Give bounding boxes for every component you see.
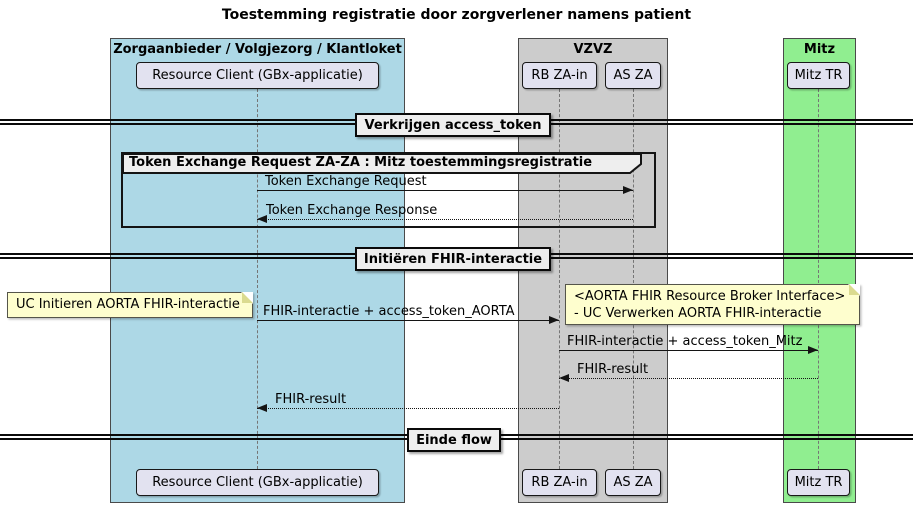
message-token-exchange-request-line bbox=[257, 190, 633, 191]
arrowhead-right-icon bbox=[808, 346, 818, 354]
diagram-title: Toestemming registratie door zorgverlene… bbox=[221, 7, 692, 23]
band-vzvz-label: VZVZ bbox=[573, 42, 613, 57]
message-fhir-interactie-aorta-line bbox=[257, 320, 559, 321]
lifeline-resource-client bbox=[257, 89, 258, 469]
participant-as-za-top: AS ZA bbox=[605, 62, 661, 89]
note-aorta-fhir-broker-line2: - UC Verwerken AORTA FHIR-interactie bbox=[574, 306, 822, 321]
message-token-exchange-request-label: Token Exchange Request bbox=[265, 174, 427, 189]
lifeline-as-za bbox=[633, 89, 634, 469]
participant-rb-za-in-bottom: RB ZA-in bbox=[522, 469, 597, 496]
message-token-exchange-response-label: Token Exchange Response bbox=[266, 203, 438, 218]
arrowhead-right-icon bbox=[623, 186, 633, 194]
group-token-exchange-header-shape bbox=[122, 153, 642, 174]
arrowhead-left-icon bbox=[257, 404, 267, 412]
message-fhir-result-mitz-label: FHIR-result bbox=[577, 362, 649, 377]
divider-einde-flow: Einde flow bbox=[407, 428, 501, 452]
message-token-exchange-response-line bbox=[257, 219, 633, 220]
message-fhir-result-rc-line bbox=[257, 408, 559, 409]
participant-mitz-tr-top: Mitz TR bbox=[787, 62, 850, 89]
participant-rb-za-in-top: RB ZA-in bbox=[522, 62, 597, 89]
note-uc-initieren: UC Initieren AORTA FHIR-interactie bbox=[7, 292, 253, 318]
note-uc-initieren-text: UC Initieren AORTA FHIR-interactie bbox=[16, 297, 240, 312]
lifeline-rb-za-in bbox=[559, 89, 560, 469]
participant-resource-client-bottom: Resource Client (GBx-applicatie) bbox=[136, 469, 379, 496]
arrowhead-left-icon bbox=[257, 215, 267, 223]
message-fhir-interactie-mitz-line bbox=[559, 350, 818, 351]
band-zorgaanbieder-label: Zorgaanbieder / Volgjezorg / Klantloket bbox=[113, 42, 402, 57]
group-token-exchange-frame: Token Exchange Request ZA-ZA : Mitz toes… bbox=[121, 152, 656, 228]
participant-resource-client-top: Resource Client (GBx-applicatie) bbox=[136, 62, 379, 89]
participant-as-za-bottom: AS ZA bbox=[605, 469, 661, 496]
divider-verkrijgen-access-token: Verkrijgen access_token bbox=[355, 113, 551, 137]
message-fhir-interactie-mitz-label: FHIR-interactie + access_token_Mitz bbox=[567, 334, 803, 349]
arrowhead-left-icon bbox=[559, 374, 569, 382]
note-aorta-fhir-broker-line1: <AORTA FHIR Resource Broker Interface> bbox=[574, 289, 846, 304]
message-fhir-result-rc-label: FHIR-result bbox=[275, 392, 347, 407]
participant-mitz-tr-bottom: Mitz TR bbox=[787, 469, 850, 496]
note-aorta-fhir-broker: <AORTA FHIR Resource Broker Interface> -… bbox=[565, 284, 860, 325]
group-token-exchange-label: Token Exchange Request ZA-ZA : Mitz toes… bbox=[129, 155, 593, 170]
band-mitz: Mitz bbox=[783, 38, 856, 503]
arrowhead-right-icon bbox=[549, 316, 559, 324]
message-fhir-interactie-aorta-label: FHIR-interactie + access_token_AORTA bbox=[263, 304, 515, 319]
band-mitz-label: Mitz bbox=[803, 42, 836, 57]
divider-initieren-fhir-interactie: Initiëren FHIR-interactie bbox=[355, 247, 551, 271]
lifeline-mitz-tr bbox=[818, 89, 819, 469]
message-fhir-result-mitz-line bbox=[559, 378, 818, 379]
